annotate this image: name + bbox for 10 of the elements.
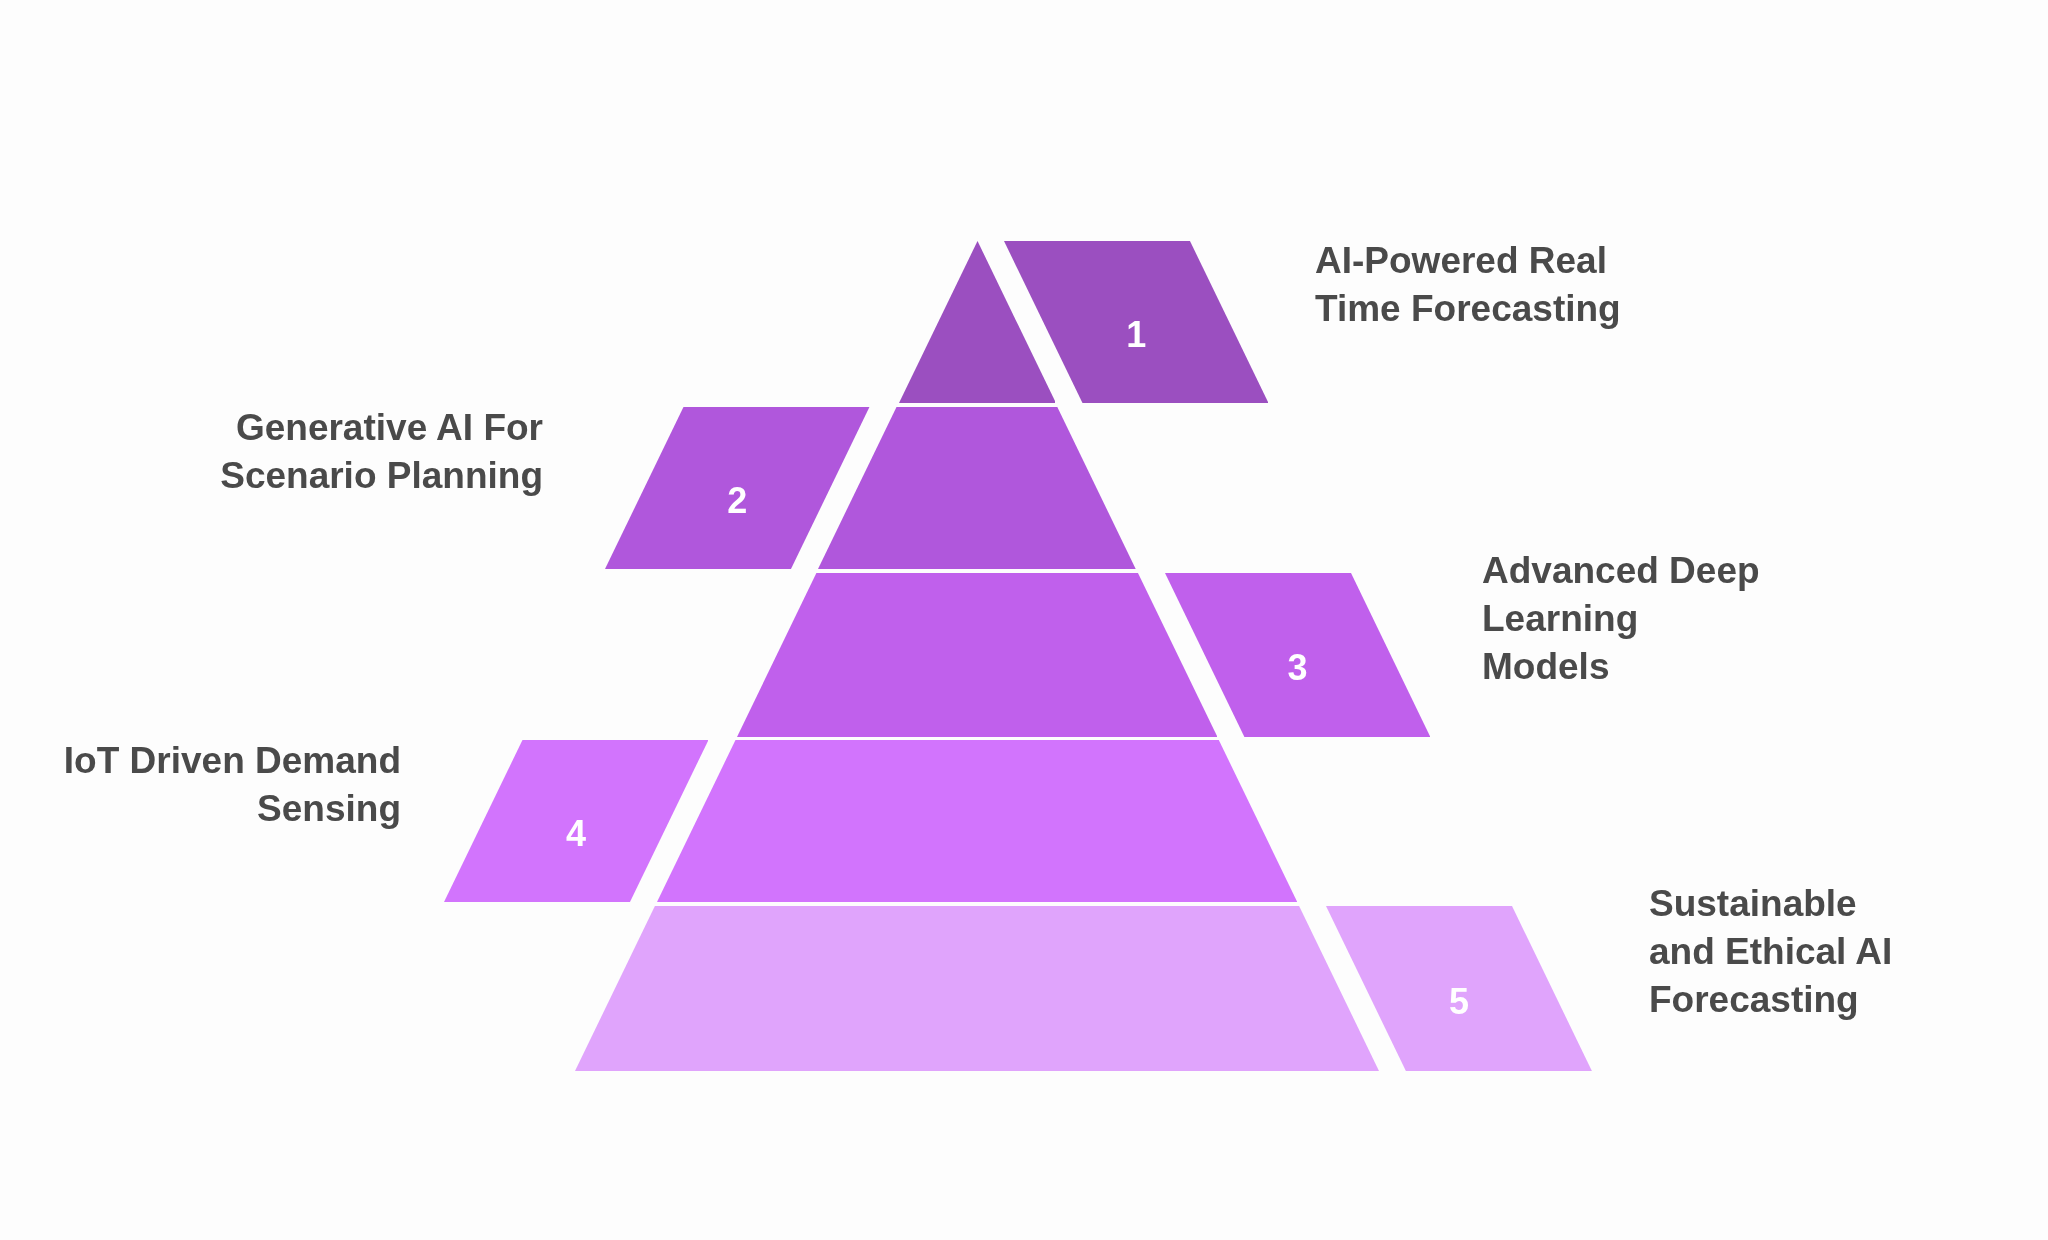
step-label: AI-Powered Real Time Forecasting (1315, 239, 1622, 331)
step-number: 2 (727, 480, 748, 521)
step-label: IoT Driven Demand Sensing (62, 739, 401, 831)
step-number: 3 (1287, 647, 1308, 688)
step-number: 4 (566, 813, 587, 854)
step-label: Advanced Deep Learning Models (1482, 549, 1761, 689)
step-number: 5 (1449, 981, 1470, 1022)
step-number: 1 (1126, 314, 1147, 355)
step-label: Sustainable and Ethical AI Forecasting (1649, 882, 1894, 1022)
step-label: Generative AI For Scenario Planning (219, 406, 543, 498)
